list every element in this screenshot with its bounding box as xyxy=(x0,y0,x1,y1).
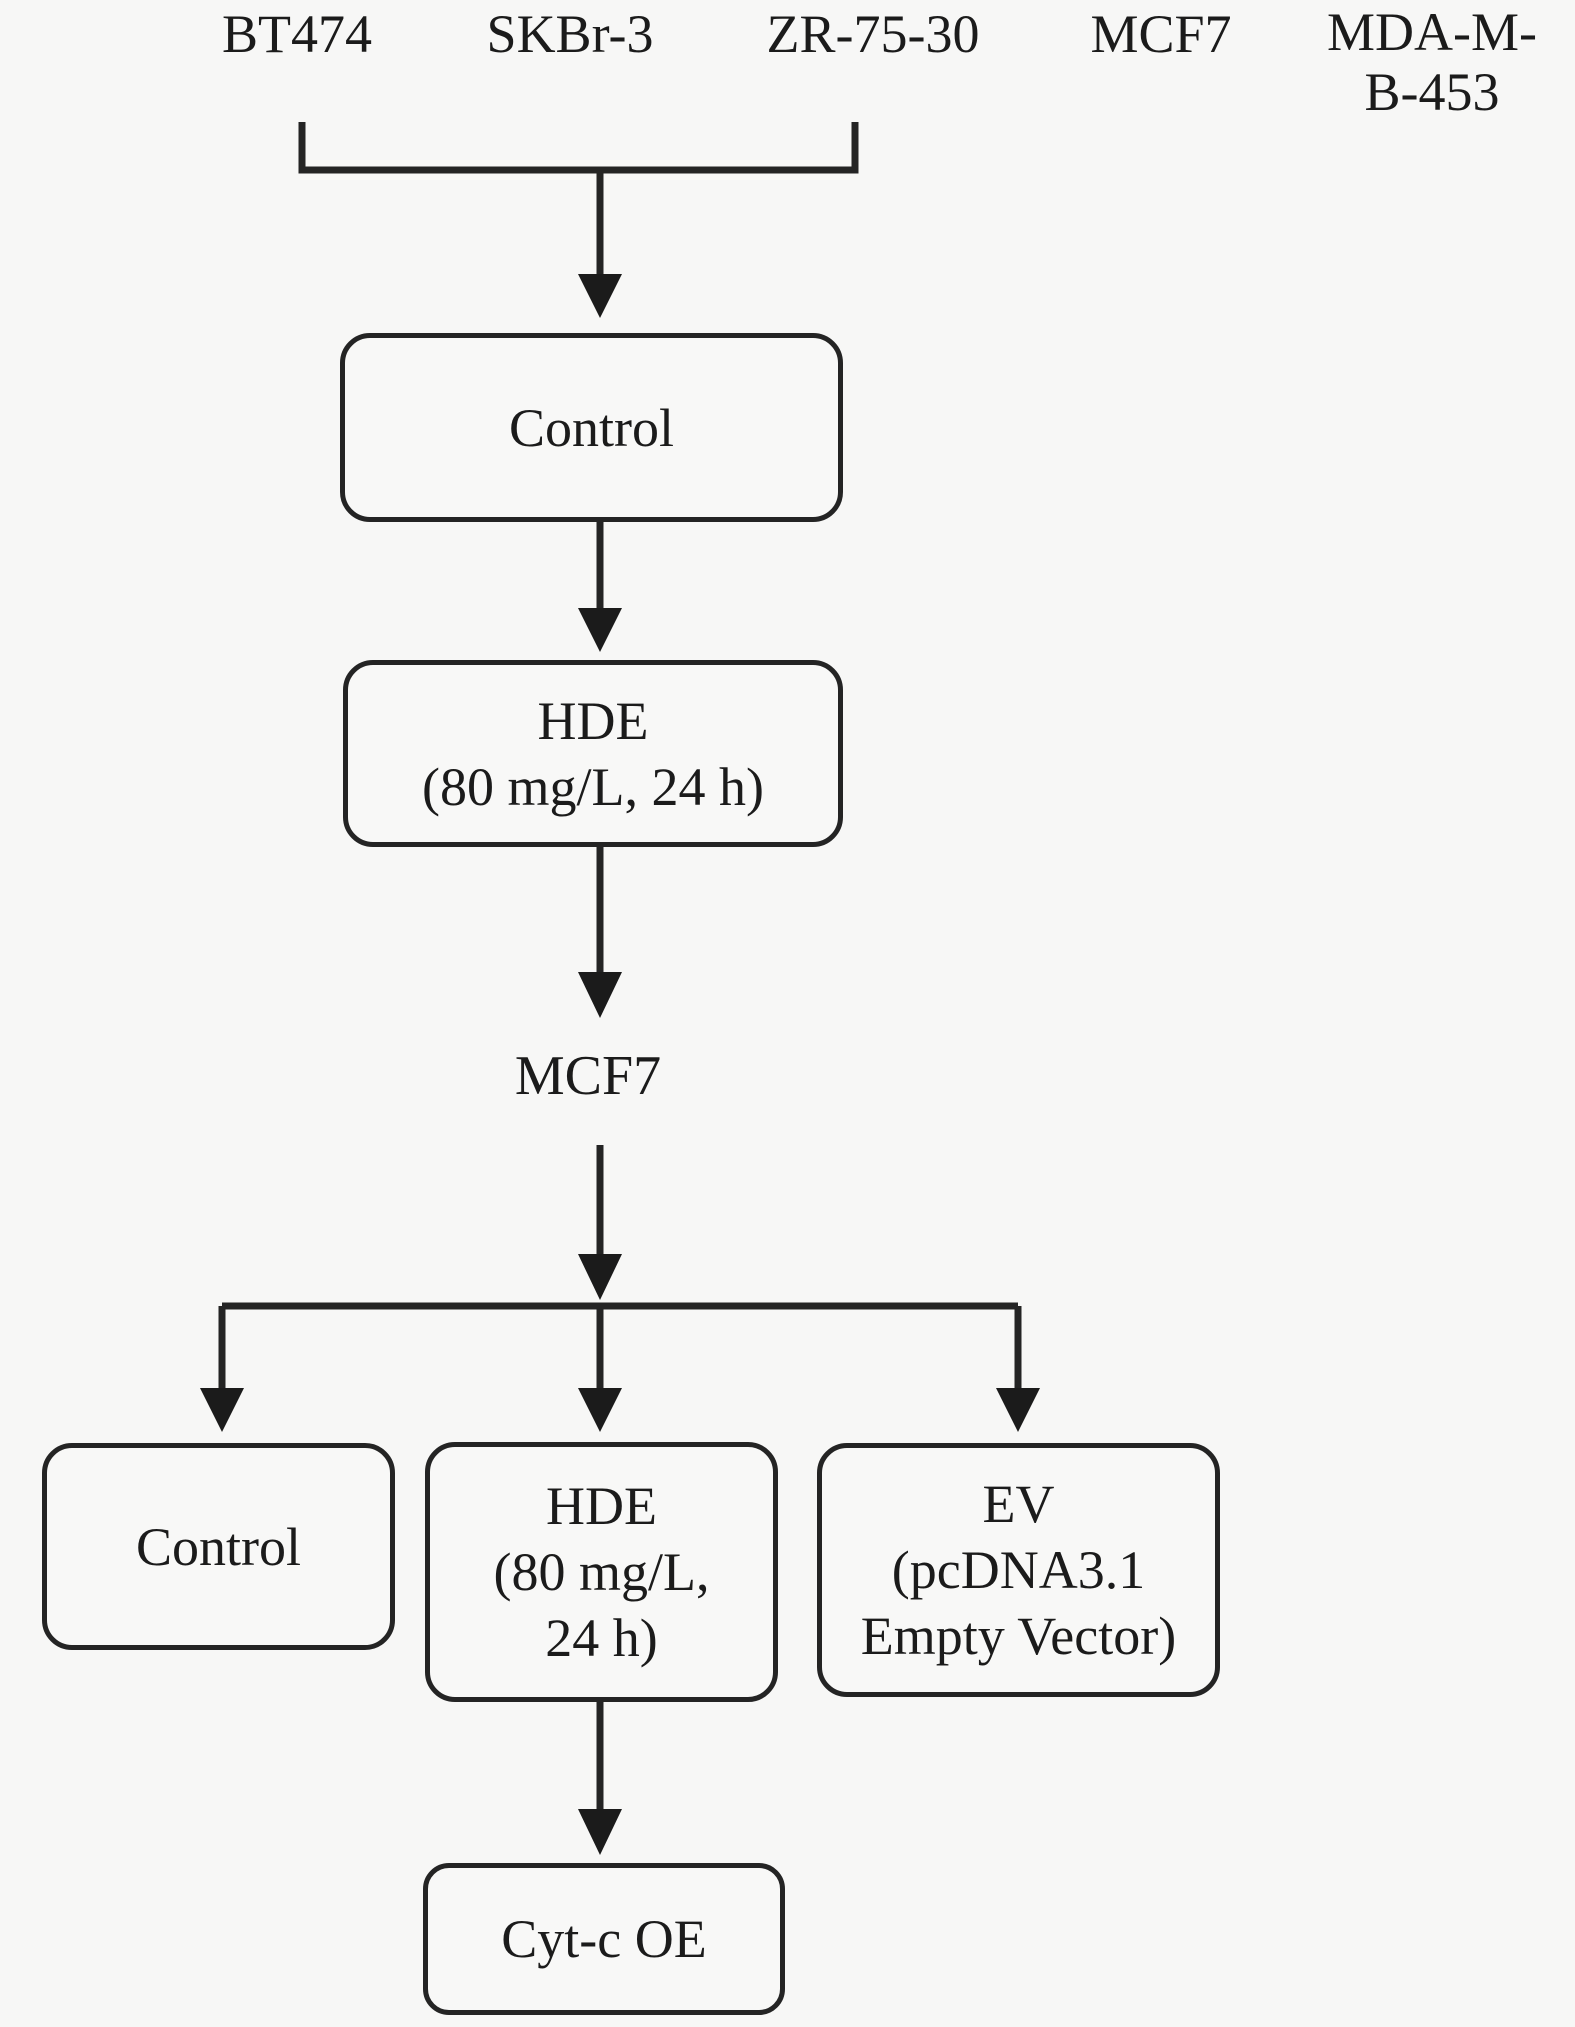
arrow-control-to-hde-head xyxy=(578,608,622,652)
cell-line-label-mda-mb-453: MDA-M- B-453 xyxy=(1327,2,1537,122)
node-hde-top: HDE (80 mg/L, 24 h) xyxy=(343,660,843,847)
cell-line-label-mda-mb-453-line2: B-453 xyxy=(1364,62,1500,122)
node-empty-vector-line2: (pcDNA3.1 xyxy=(891,1540,1146,1600)
node-hde-bottom-line2: (80 mg/L, xyxy=(493,1542,710,1602)
grouping-bracket xyxy=(298,122,859,174)
node-hde-top-line1: HDE xyxy=(537,690,649,751)
node-control-top-label: Control xyxy=(508,397,674,458)
node-control-bottom: Control xyxy=(42,1443,395,1650)
cell-line-label-mcf7: MCF7 xyxy=(1090,4,1232,64)
node-hde-bottom: HDE (80 mg/L, 24 h) xyxy=(425,1442,778,1702)
arrow-mcf7-to-branch-head xyxy=(578,1254,622,1300)
node-control-bottom-label: Control xyxy=(135,1516,301,1577)
arrow-hde-to-cytc-head xyxy=(578,1809,622,1855)
node-mcf7-label: MCF7 xyxy=(514,1045,662,1107)
cell-line-label-bt474: BT474 xyxy=(221,4,373,64)
arrow-hde-to-mcf7-head xyxy=(578,972,622,1018)
arrow-branch-to-ev-head xyxy=(996,1388,1040,1432)
node-empty-vector-line1: EV xyxy=(982,1474,1055,1534)
node-control-top: Control xyxy=(340,333,843,522)
cell-line-label-mda-mb-453-line1: MDA-M- xyxy=(1327,2,1537,62)
cell-line-label-zr7530: ZR-75-30 xyxy=(766,4,980,64)
node-cytc-oe: Cyt-c OE xyxy=(423,1863,785,2015)
arrow-bracket-to-control-head xyxy=(578,274,622,318)
node-empty-vector-line3: Empty Vector) xyxy=(860,1606,1177,1666)
node-hde-bottom-line1: HDE xyxy=(546,1476,657,1536)
node-empty-vector: EV (pcDNA3.1 Empty Vector) xyxy=(817,1443,1220,1697)
arrow-branch-to-control-head xyxy=(200,1388,244,1432)
node-cytc-oe-label: Cyt-c OE xyxy=(501,1909,707,1969)
arrow-branch-to-hde-head xyxy=(578,1388,622,1432)
node-hde-top-line2: (80 mg/L, 24 h) xyxy=(422,756,764,817)
node-hde-bottom-line3: 24 h) xyxy=(545,1608,658,1668)
cell-line-label-skbr3: SKBr-3 xyxy=(486,4,654,64)
